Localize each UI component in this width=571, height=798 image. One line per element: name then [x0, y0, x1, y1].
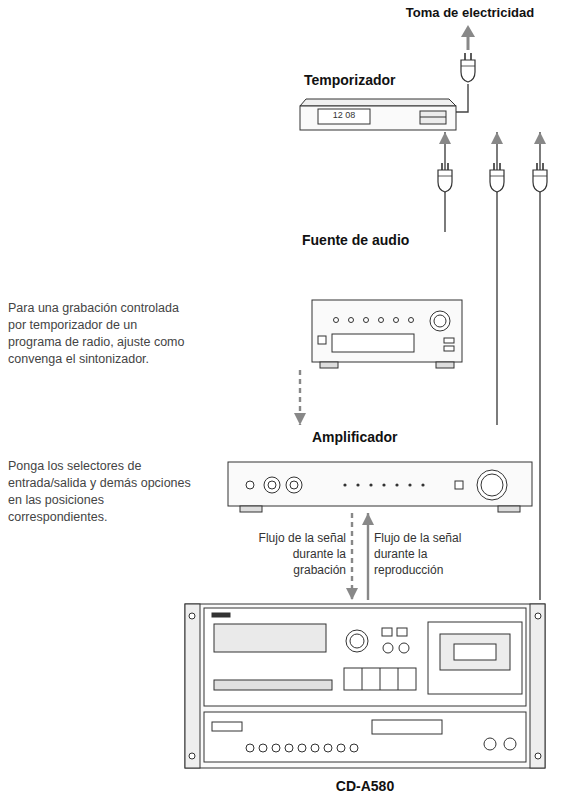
amplifier-led — [356, 483, 359, 486]
plug-body — [533, 170, 547, 192]
tuner-buttons — [334, 318, 414, 323]
deck-controls — [246, 744, 358, 752]
power-plug — [461, 53, 475, 82]
amplifier-led — [369, 483, 372, 486]
tuner-button — [394, 318, 399, 323]
power-plug — [438, 163, 452, 192]
plug-prong — [493, 163, 495, 170]
amplifier: Amplificador — [222, 425, 534, 513]
deck-button — [324, 744, 332, 752]
amplifier-led — [421, 483, 424, 486]
plug-prong — [470, 53, 472, 60]
plug-prong — [441, 163, 443, 170]
power-plug — [490, 163, 504, 192]
deck-button — [285, 744, 293, 752]
deck-button — [272, 744, 280, 752]
timer-device — [300, 99, 456, 130]
audio-source: Fuente de audio — [290, 232, 470, 370]
device-label: Amplificador — [312, 429, 398, 445]
device-label: Temporizador — [304, 72, 396, 88]
playback-flow-arrow — [367, 513, 369, 600]
tuner-device — [312, 300, 462, 368]
timer: Temporizador — [290, 72, 555, 132]
power-cord — [539, 132, 540, 600]
plug-line — [438, 176, 452, 177]
plug-prong — [447, 163, 449, 170]
side-note: Ponga los selectores de entrada/salida y… — [8, 458, 194, 526]
flow-label: Flujo de la señal durante la grabación — [250, 530, 346, 579]
plug-body — [490, 170, 504, 192]
amplifier-led — [408, 483, 411, 486]
plug-prong — [499, 163, 501, 170]
record-flow-arrow — [351, 513, 353, 600]
amplifier-leds — [343, 483, 424, 486]
deck-button — [337, 744, 345, 752]
plug-body — [461, 60, 475, 82]
deck-button — [246, 744, 254, 752]
tuner-button — [364, 318, 369, 323]
amplifier-led — [343, 483, 346, 486]
tuner-button — [334, 318, 339, 323]
power-plug — [533, 163, 547, 192]
side-note: Para una grabación controlada por tempor… — [8, 300, 194, 368]
tuner-button — [379, 318, 384, 323]
deck: CD-A580 — [180, 600, 550, 794]
plug-line — [490, 176, 504, 177]
deck-button — [259, 744, 267, 752]
deck-button — [350, 744, 358, 752]
device-label: Fuente de audio — [302, 232, 409, 248]
amplifier-led — [395, 483, 398, 486]
plug-line — [461, 66, 475, 67]
deck-button — [311, 744, 319, 752]
deck-button — [298, 744, 306, 752]
flow-label: Flujo de la señal durante la reproducció… — [374, 530, 484, 579]
plug-prong — [542, 163, 544, 170]
cd-cassette-deck — [185, 604, 545, 768]
plug-prong — [464, 53, 466, 60]
tuner-button — [409, 318, 414, 323]
outlet-cord — [455, 84, 468, 112]
outlet-arrow — [461, 25, 475, 50]
plug-line — [533, 176, 547, 177]
display-digits: 12 08 — [320, 110, 368, 121]
plug-prong — [536, 163, 538, 170]
tuner-button — [349, 318, 354, 323]
device-label: CD-A580 — [180, 778, 550, 794]
signal-arrow — [299, 370, 301, 425]
outlet-label: Toma de electricidad — [395, 4, 545, 22]
amplifier-device — [228, 462, 532, 512]
plug-body — [438, 170, 452, 192]
amplifier-led — [382, 483, 385, 486]
